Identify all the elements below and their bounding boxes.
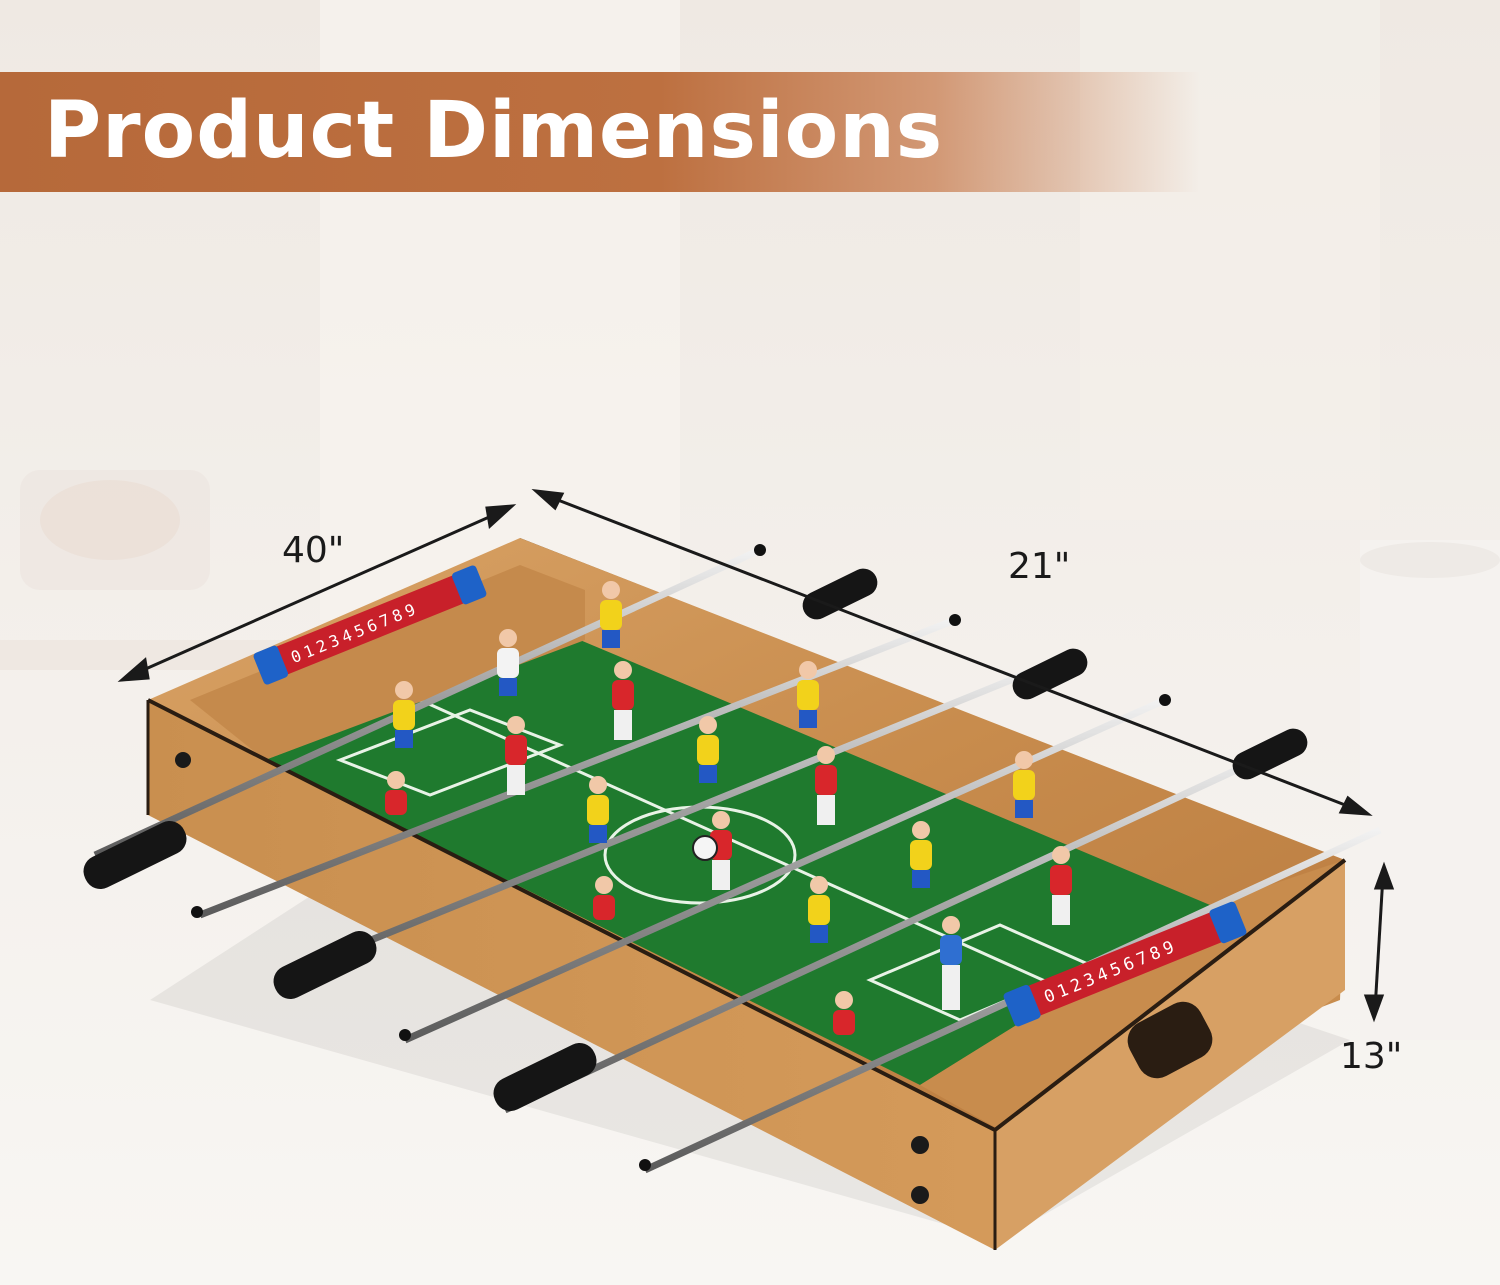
width-label: 21" <box>1008 546 1071 587</box>
height-label: 13" <box>1340 1036 1403 1077</box>
length-label: 40" <box>282 530 345 571</box>
playing-field <box>265 640 1210 1085</box>
players-yellow-team <box>393 581 1035 943</box>
wall-bolts <box>175 752 929 1204</box>
players-red-team <box>385 661 1072 1035</box>
page-title: Product Dimensions <box>44 86 944 176</box>
carry-handle <box>1127 1001 1213 1079</box>
rod-end-caps <box>191 544 1171 1171</box>
table-front-wall <box>148 700 995 1250</box>
dimension-arrows <box>117 488 1395 1023</box>
rod-handles <box>83 568 1308 1111</box>
title-banner <box>0 72 1200 192</box>
ball <box>692 835 718 861</box>
